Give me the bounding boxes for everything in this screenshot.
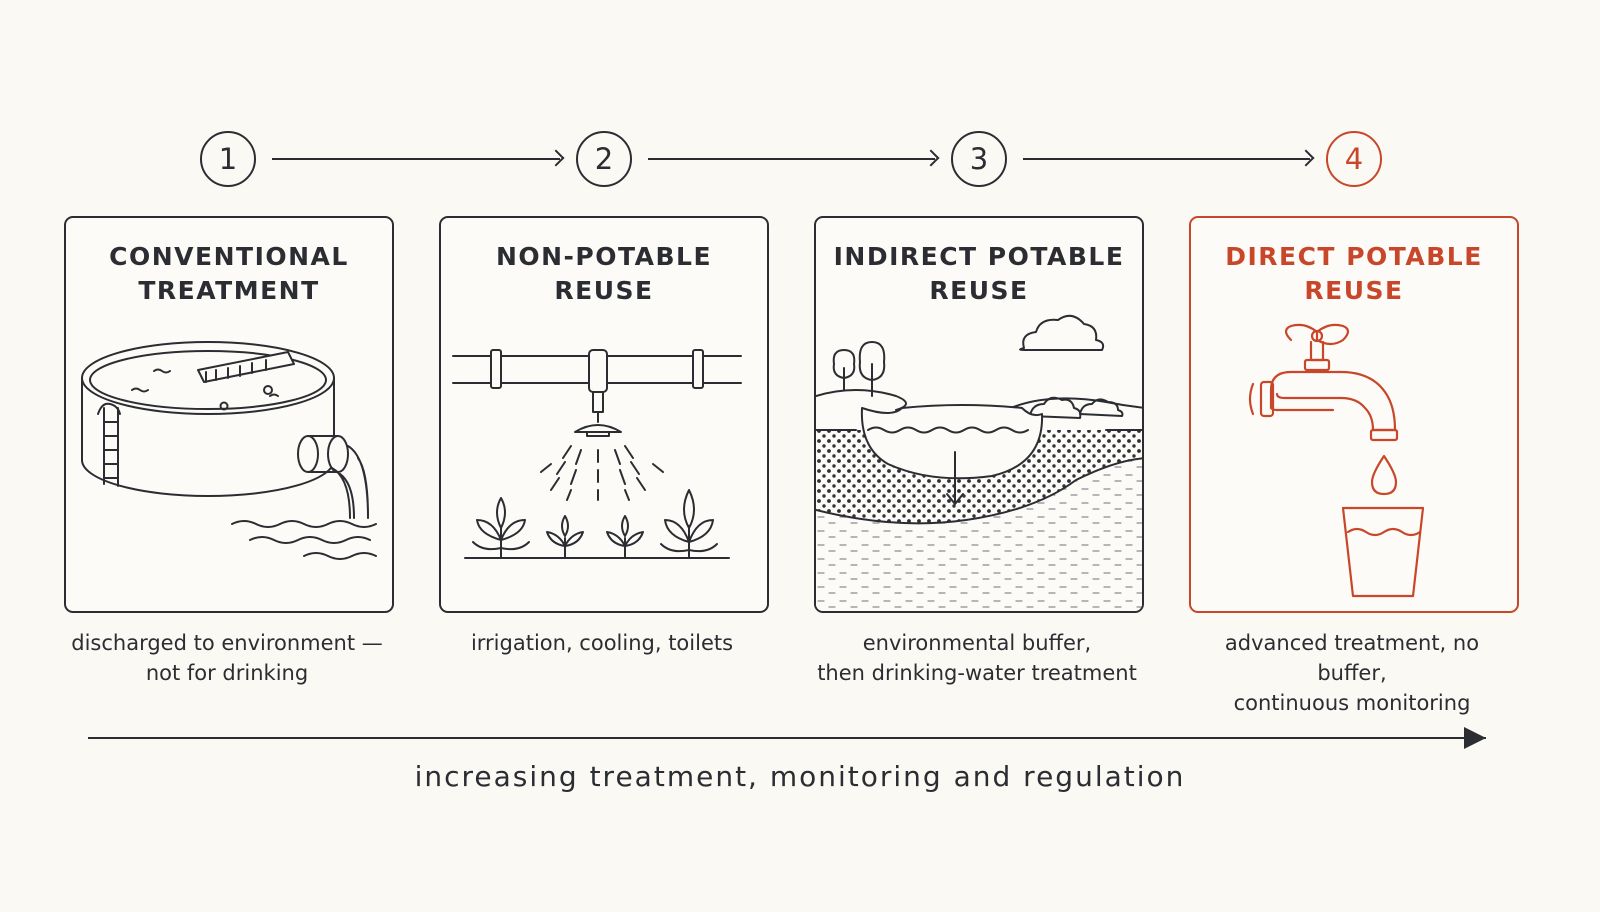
step-connector-arrow [1023, 158, 1310, 160]
step-connector-arrow [648, 158, 935, 160]
caption-non-potable-reuse: irrigation, cooling, toilets [470, 631, 734, 655]
card-title: CONVENTIONAL TREATMENT [109, 242, 349, 305]
step-number-2: 2 [576, 131, 632, 187]
progress-arrow [88, 727, 1486, 749]
card-direct-potable-reuse: DIRECT POTABLE REUSE [1189, 216, 1519, 613]
caption-conventional-treatment: discharged to environment — not for drin… [71, 631, 383, 685]
progress-label: increasing treatment, monitoring and reg… [414, 760, 1186, 793]
card-title: DIRECT POTABLE REUSE [1225, 242, 1483, 305]
step-number-4: 4 [1326, 131, 1382, 187]
card-title: NON-POTABLE REUSE [495, 242, 713, 305]
step-sequence: 1 2 3 4 [0, 0, 1600, 200]
aquifer-recharge-icon [816, 314, 1142, 611]
card-non-potable-reuse: NON-POTABLE REUSE [439, 216, 769, 613]
step-connector-arrow [272, 158, 560, 160]
sprinkler-irrigation-icon [452, 349, 742, 559]
step-number-1: 1 [200, 131, 256, 187]
treatment-tank-icon [81, 341, 377, 560]
card-conventional-treatment: CONVENTIONAL TREATMENT [64, 216, 394, 613]
caption-direct-potable-reuse: advanced treatment, no buffer, continuou… [1224, 631, 1480, 715]
tap-glass-icon [1248, 323, 1425, 598]
caption-indirect-potable-reuse: environmental buffer, then drinking-wate… [817, 631, 1137, 685]
card-title: INDIRECT POTABLE REUSE [833, 242, 1125, 305]
step-number-3: 3 [951, 131, 1007, 187]
card-indirect-potable-reuse: INDIRECT POTABLE REUSE [814, 216, 1144, 613]
